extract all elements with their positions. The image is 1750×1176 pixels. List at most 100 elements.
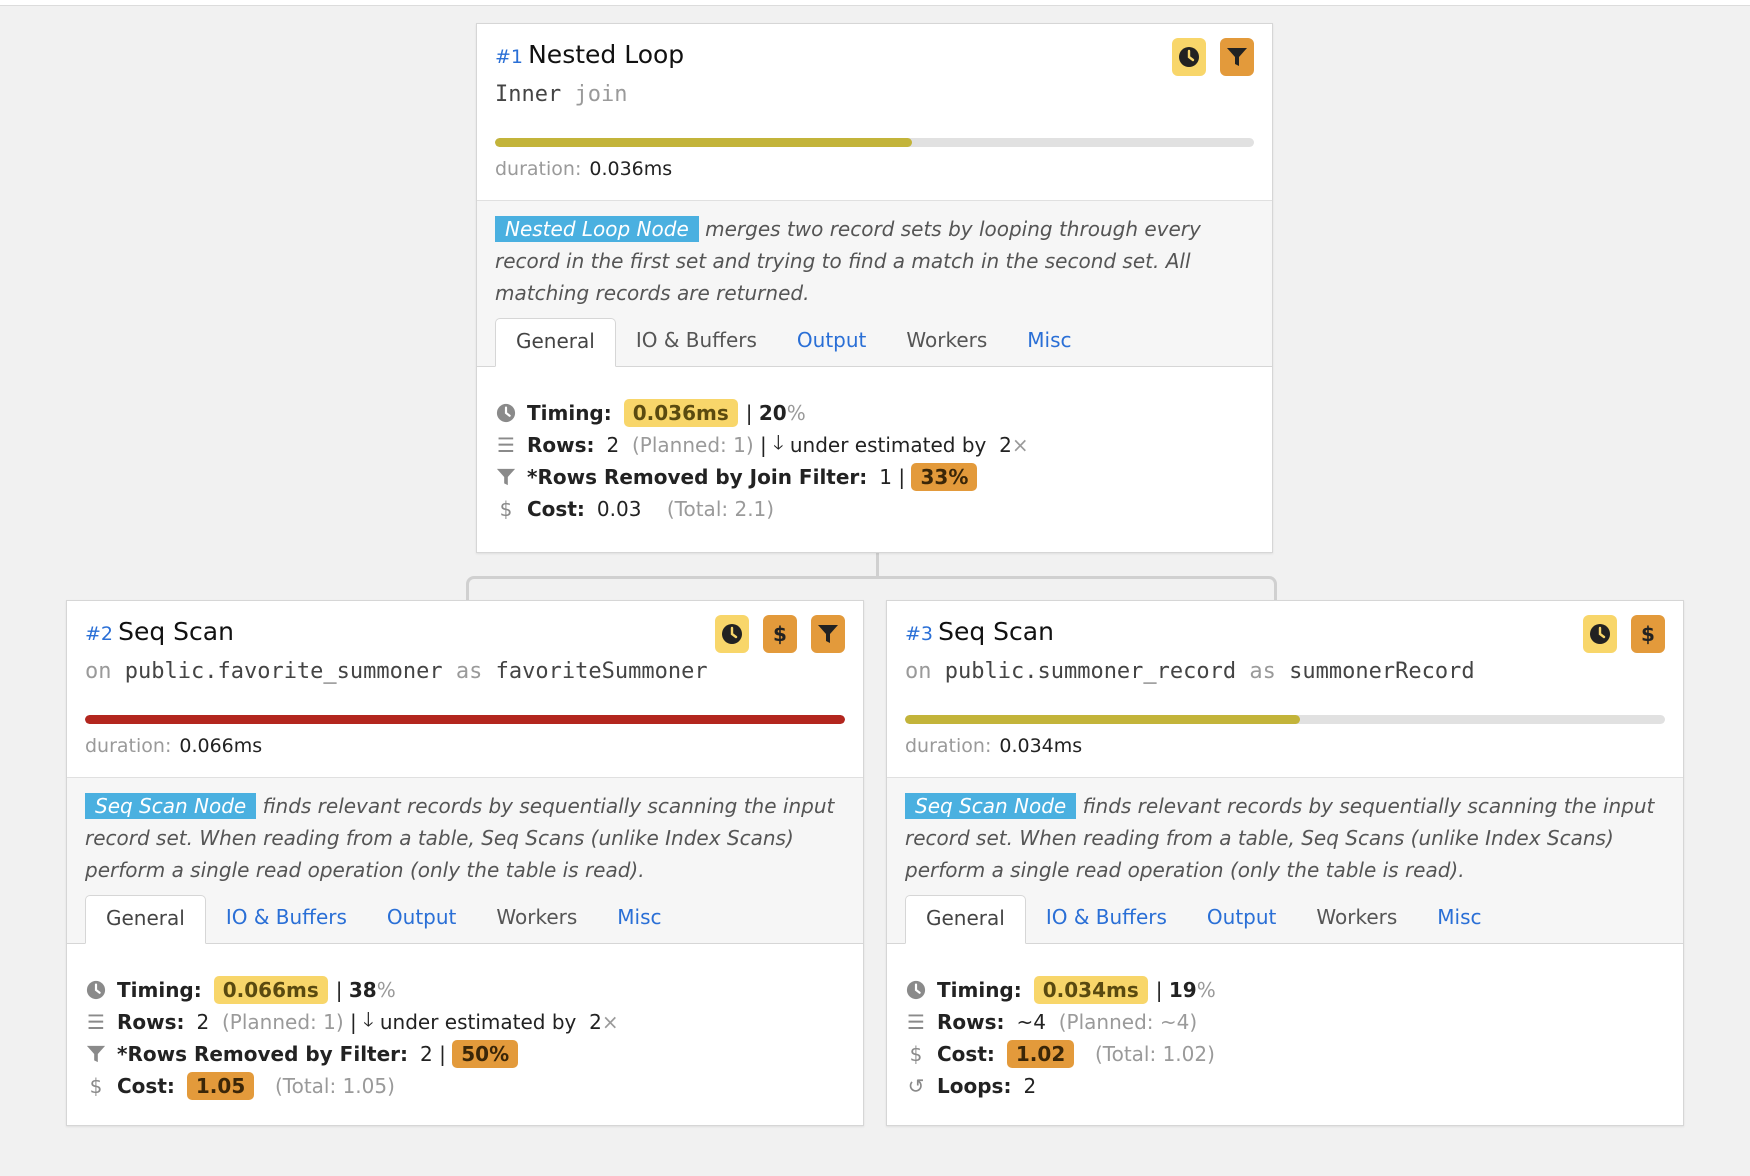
relation-alias: summonerRecord — [1289, 659, 1475, 684]
tab-workers[interactable]: Workers — [1316, 905, 1398, 929]
tab-io-buffers[interactable]: IO & Buffers — [1045, 905, 1167, 929]
loops-row: ↺Loops:2 — [905, 1070, 1216, 1102]
tab-misc[interactable]: Misc — [1437, 905, 1482, 929]
relation-alias: favoriteSummoner — [495, 659, 708, 684]
node-tag[interactable]: Nested Loop Node — [495, 216, 699, 242]
rows-planned: (Planned: 1) — [221, 1010, 344, 1034]
node-title: #1 Nested Loop — [495, 40, 684, 69]
node-tag[interactable]: Seq Scan Node — [905, 793, 1077, 819]
list-icon: ☰ — [497, 433, 515, 457]
arrow-down-icon: 🡓 — [773, 430, 784, 454]
dollar-icon: $ — [89, 1074, 103, 1098]
timing-percent: 20 — [758, 401, 787, 425]
list-icon: ☰ — [87, 1010, 105, 1034]
percent-sign: % — [786, 401, 806, 425]
estimate-value: 2 — [589, 1010, 602, 1034]
node-stats: Timing:0.036ms| 20% ☰Rows:2 (Planned: 1)… — [495, 397, 1029, 525]
cost-total: (Total: 1.05) — [274, 1074, 395, 1098]
filter-row: *Rows Removed by Join Filter:1 | 33% — [495, 461, 1029, 493]
rows-planned: (Planned: ~4) — [1058, 1010, 1198, 1034]
cost-total: (Total: 1.02) — [1094, 1042, 1215, 1066]
duration: duration:0.066ms — [85, 735, 262, 757]
undo-icon: ↺ — [907, 1074, 925, 1098]
timing-label: Timing: — [527, 401, 612, 425]
estimate-text: under estimated by — [789, 433, 987, 457]
rows-planned: (Planned: 1) — [631, 433, 754, 457]
arrow-down-icon: 🡓 — [363, 1007, 374, 1031]
filter-percent: 50% — [452, 1040, 519, 1068]
timing-percent: 19 — [1168, 978, 1197, 1002]
clock-icon — [85, 980, 107, 1000]
tab-general[interactable]: General — [85, 895, 206, 944]
relation-name: public.summoner_record — [944, 659, 1237, 684]
cost-label: Cost: — [117, 1074, 175, 1098]
cost-row: $ Cost: 1.05 (Total: 1.05) — [85, 1070, 619, 1102]
node-type: Nested Loop — [528, 40, 685, 69]
rows-row: ☰Rows:2 (Planned: 1) | 🡓 under estimated… — [85, 1006, 619, 1038]
estimate-text: under estimated by — [379, 1010, 577, 1034]
cost-total: (Total: 2.1) — [666, 497, 775, 521]
tab-workers[interactable]: Workers — [496, 905, 578, 929]
tab-general[interactable]: General — [495, 318, 616, 367]
timing-value: 0.036ms — [623, 399, 738, 427]
filter-label: *Rows Removed by Join Filter: — [527, 465, 868, 489]
timing-row: Timing:0.036ms| 20% — [495, 397, 1029, 429]
duration-value: 0.066ms — [179, 735, 263, 757]
duration-value: 0.036ms — [589, 158, 673, 180]
timing-label: Timing: — [117, 978, 202, 1002]
rows-label: Rows: — [527, 433, 595, 457]
rows-label: Rows: — [937, 1010, 1005, 1034]
node-number: #2 — [85, 623, 114, 645]
duration: duration:0.036ms — [495, 158, 672, 180]
timing-row: Timing:0.066ms| 38% — [85, 974, 619, 1006]
cost-value: 0.03 — [596, 497, 642, 521]
rows-value: 2 — [196, 1010, 210, 1034]
duration-bar — [85, 715, 845, 724]
cost-value: 1.05 — [186, 1072, 255, 1100]
dollar-icon: $ — [909, 1042, 923, 1066]
plan-node-2[interactable]: #2 Seq Scan on public.favorite_summoner … — [66, 600, 864, 1126]
filter-icon — [85, 1044, 107, 1064]
filter-icon[interactable] — [1220, 38, 1254, 76]
tab-workers[interactable]: Workers — [906, 328, 988, 352]
node-badges — [1172, 38, 1254, 76]
cost-value: 1.02 — [1006, 1040, 1075, 1068]
clock-icon[interactable] — [1583, 615, 1617, 653]
filter-icon[interactable] — [811, 615, 845, 653]
duration-bar — [905, 715, 1665, 724]
dollar-icon[interactable]: $ — [763, 615, 797, 653]
node-tabs: General IO & Buffers Output Workers Misc — [495, 318, 1092, 367]
node-description: Seq Scan Node finds relevant records by … — [67, 777, 863, 944]
plan-node-3[interactable]: #3 Seq Scan on public.summoner_record as… — [886, 600, 1684, 1126]
node-subtitle: on public.summoner_record as summonerRec… — [905, 659, 1475, 684]
node-number: #1 — [495, 46, 524, 68]
node-tag[interactable]: Seq Scan Node — [85, 793, 257, 819]
tab-output[interactable]: Output — [796, 328, 867, 352]
dollar-icon: $ — [499, 497, 513, 521]
rows-label: Rows: — [117, 1010, 185, 1034]
rows-row: ☰Rows:2 (Planned: 1) | 🡓 under estimated… — [495, 429, 1029, 461]
tab-misc[interactable]: Misc — [617, 905, 662, 929]
filter-value: 2 — [420, 1042, 433, 1066]
duration-bar-fill — [495, 138, 913, 147]
cost-row: $Cost:0.03 (Total: 2.1) — [495, 493, 1029, 525]
top-border — [0, 0, 1750, 6]
filter-label: *Rows Removed by Filter: — [117, 1042, 409, 1066]
node-tabs: General IO & Buffers Output Workers Misc — [905, 895, 1502, 944]
clock-icon[interactable] — [715, 615, 749, 653]
clock-icon[interactable] — [1172, 38, 1206, 76]
tab-io-buffers[interactable]: IO & Buffers — [225, 905, 347, 929]
dollar-icon[interactable]: $ — [1631, 615, 1665, 653]
times-sign: × — [601, 1010, 619, 1034]
tab-general[interactable]: General — [905, 895, 1026, 944]
tab-output[interactable]: Output — [386, 905, 457, 929]
tree-connector-stem — [876, 552, 879, 576]
plan-node-1[interactable]: #1 Nested Loop Inner join duration:0.036… — [476, 23, 1273, 553]
node-description: Nested Loop Node merges two record sets … — [477, 200, 1272, 367]
tab-output[interactable]: Output — [1206, 905, 1277, 929]
node-number: #3 — [905, 623, 934, 645]
tab-misc[interactable]: Misc — [1027, 328, 1072, 352]
tab-io-buffers[interactable]: IO & Buffers — [635, 328, 757, 352]
node-type: Seq Scan — [118, 617, 234, 646]
node-title: #2 Seq Scan — [85, 617, 234, 646]
